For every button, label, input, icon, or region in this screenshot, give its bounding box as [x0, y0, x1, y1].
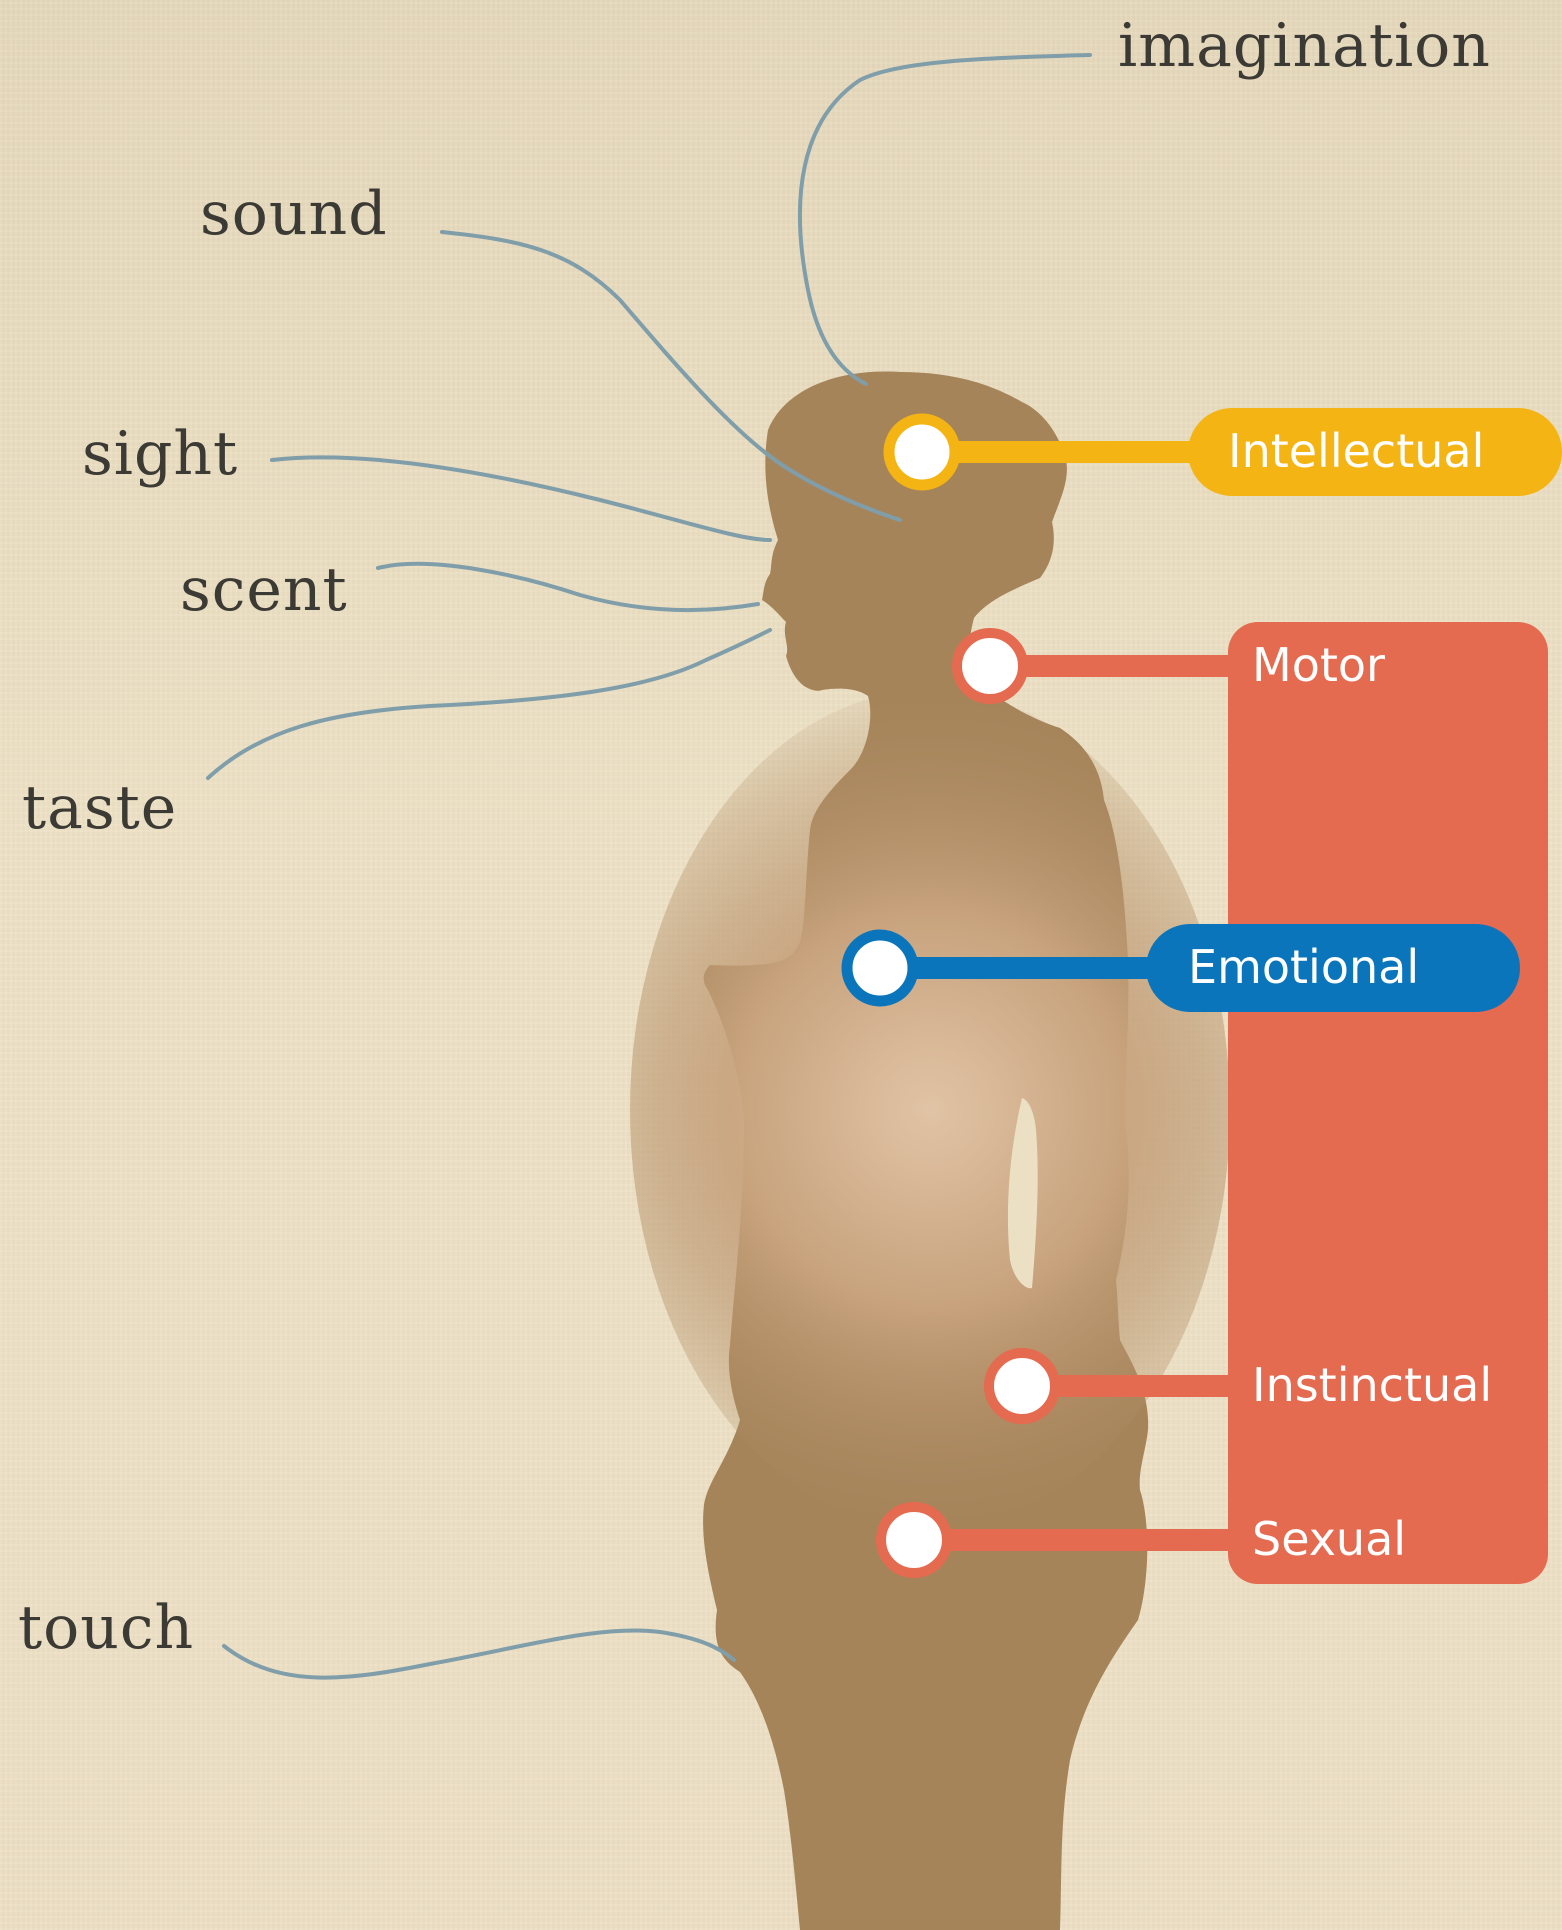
sight-connector: [272, 457, 770, 540]
scent-connector: [378, 564, 758, 610]
sense-label-touch: touch: [18, 1598, 194, 1658]
instinctual-node: [989, 1353, 1055, 1419]
imagination-connector: [800, 55, 1090, 384]
emotional-node: [847, 935, 913, 1001]
sense-label-taste: taste: [22, 778, 177, 838]
motor-node: [957, 633, 1023, 699]
human-silhouette: [630, 371, 1230, 1930]
center-label-motor: Motor: [1252, 642, 1385, 688]
sense-label-imagination: imagination: [1118, 16, 1491, 76]
intellectual-node: [889, 419, 955, 485]
touch-connector: [224, 1630, 734, 1677]
center-label-sexual: Sexual: [1252, 1516, 1406, 1562]
center-label-intellectual: Intellectual: [1228, 428, 1484, 474]
center-label-emotional: Emotional: [1188, 944, 1419, 990]
sense-label-scent: scent: [180, 560, 348, 620]
taste-connector: [208, 630, 770, 778]
center-label-instinctual: Instinctual: [1252, 1362, 1492, 1408]
moving-centers-panel: [1228, 622, 1548, 1584]
sexual-node: [881, 1507, 947, 1573]
sense-label-sound: sound: [200, 184, 388, 244]
body-glow: [630, 690, 1230, 1530]
sense-label-sight: sight: [82, 424, 238, 484]
